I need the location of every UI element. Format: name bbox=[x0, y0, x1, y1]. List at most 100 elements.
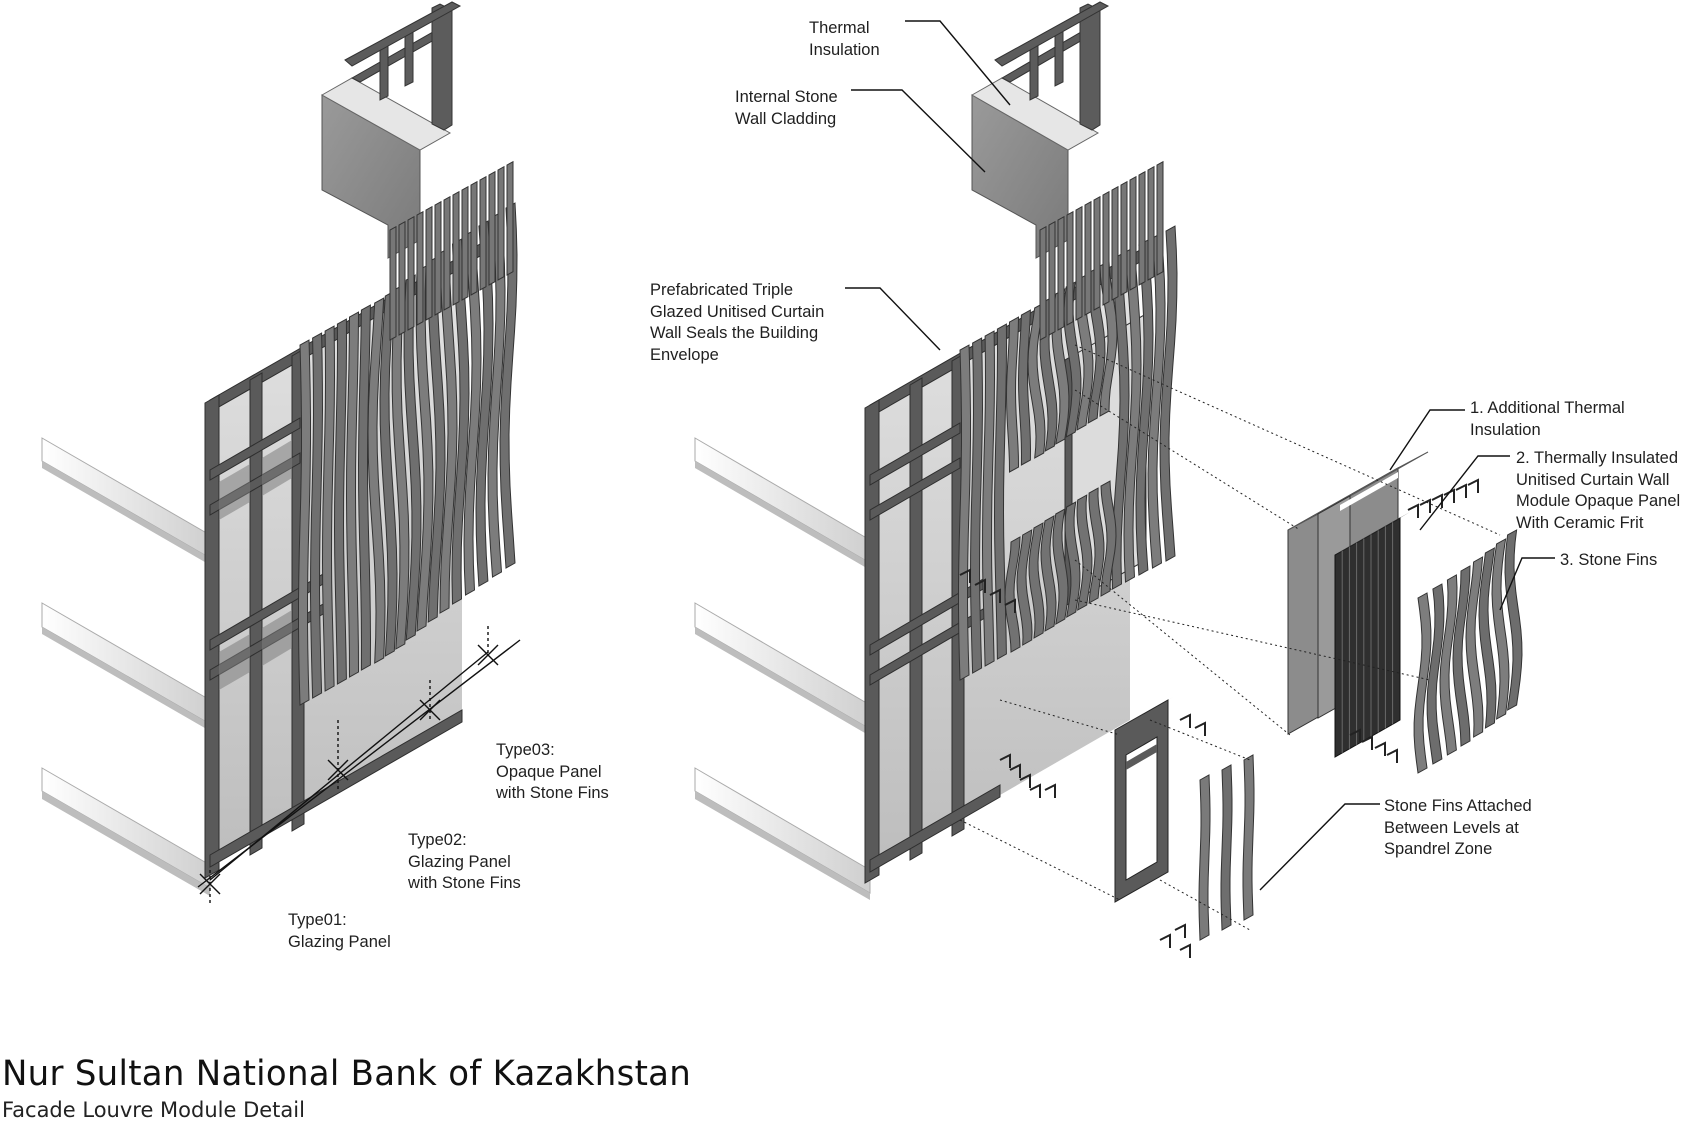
stone-fin bbox=[1093, 195, 1101, 311]
right-stone-wall-block bbox=[970, 77, 1100, 259]
stone-fin bbox=[407, 215, 415, 331]
exploded-opaque-panel bbox=[1334, 512, 1410, 758]
stone-fin bbox=[1439, 574, 1458, 756]
stone-fin bbox=[298, 339, 311, 706]
stone-fin bbox=[1100, 480, 1117, 597]
right-floor-slabs bbox=[694, 437, 871, 900]
right-top-return-frame bbox=[994, 1, 1110, 131]
fixing-bracket bbox=[1179, 713, 1191, 728]
stone-fin bbox=[1135, 239, 1154, 576]
stone-fin bbox=[1242, 754, 1255, 921]
stone-fin bbox=[1016, 529, 1033, 646]
stone-fin bbox=[488, 170, 496, 286]
stone-fin bbox=[427, 256, 446, 623]
stone-fin bbox=[475, 220, 494, 587]
stone-fin bbox=[1084, 200, 1092, 316]
stone-fin bbox=[443, 195, 451, 311]
stone-fin bbox=[1040, 515, 1057, 632]
left-stone-fins bbox=[298, 160, 518, 706]
stone-fin bbox=[451, 238, 470, 605]
stone-fin bbox=[470, 180, 478, 296]
left-dimension-lines bbox=[197, 626, 521, 905]
stone-fin bbox=[398, 220, 406, 336]
stone-fin bbox=[1111, 185, 1119, 301]
stone-fin bbox=[403, 274, 422, 641]
label-thermal-insulation: Thermal Insulation bbox=[809, 19, 880, 59]
stone-fin bbox=[958, 344, 971, 681]
stone-fin bbox=[391, 283, 410, 650]
left-top-return-frame bbox=[344, 1, 462, 131]
stone-fin bbox=[1039, 225, 1047, 341]
stone-fin bbox=[1087, 267, 1106, 424]
exploded-glazing-frame bbox=[1114, 696, 1175, 903]
stone-fin bbox=[1147, 232, 1166, 569]
label-type02: Type02: Glazing Panel with Stone Fins bbox=[408, 831, 521, 892]
fixing-bracket bbox=[1443, 488, 1455, 503]
fixing-bracket bbox=[1009, 763, 1021, 778]
stone-fin bbox=[1075, 205, 1083, 321]
left-stone-wall-block bbox=[320, 77, 452, 259]
stone-fin bbox=[1156, 160, 1164, 276]
stone-fin bbox=[416, 210, 424, 326]
stone-fin bbox=[487, 211, 506, 578]
stone-fin bbox=[497, 165, 505, 281]
stone-fin bbox=[1413, 592, 1432, 774]
stone-fin bbox=[479, 175, 487, 291]
spandrel-stone-fins bbox=[1198, 754, 1255, 941]
stone-fin bbox=[425, 205, 433, 321]
label-stone-fins-attached: Stone Fins Attached Between Levels at Sp… bbox=[1384, 797, 1532, 858]
label-internal-stone-wall-cladding: Internal Stone Wall Cladding bbox=[735, 88, 838, 128]
fixing-bracket bbox=[1407, 503, 1419, 518]
stone-fin bbox=[1102, 190, 1110, 306]
label-thermally-insulated-module: 2. Thermally Insulated Unitised Curtain … bbox=[1516, 449, 1681, 532]
label-type01: Type01: Glazing Panel bbox=[288, 911, 391, 951]
stone-fin bbox=[1057, 215, 1065, 331]
stone-fin bbox=[367, 297, 386, 664]
stone-fin bbox=[434, 200, 442, 316]
drawing-subtitle: Facade Louvre Module Detail bbox=[2, 1098, 305, 1122]
fixing-bracket bbox=[999, 753, 1011, 768]
stone-fin bbox=[1147, 165, 1155, 281]
fixing-bracket bbox=[1179, 943, 1191, 958]
stone-fin bbox=[309, 332, 324, 699]
stone-fin bbox=[1452, 565, 1471, 747]
drawing-title: Nur Sultan National Bank of Kazakhstan bbox=[2, 1054, 692, 1094]
stone-fin bbox=[1076, 494, 1093, 611]
stone-fin bbox=[1220, 764, 1233, 931]
stone-fin bbox=[1028, 522, 1045, 639]
fixing-bracket bbox=[1349, 728, 1361, 743]
stone-fin bbox=[461, 185, 469, 301]
fixing-bracket bbox=[1019, 773, 1031, 788]
stone-fin bbox=[969, 337, 984, 674]
stone-fin bbox=[1048, 220, 1056, 336]
stone-fin bbox=[1465, 556, 1484, 738]
stone-fin bbox=[1159, 225, 1178, 562]
fixing-bracket bbox=[1386, 748, 1398, 763]
exploded-stone-fins bbox=[1413, 529, 1523, 774]
stone-fin bbox=[1120, 180, 1128, 296]
fixing-bracket bbox=[1159, 933, 1171, 948]
stone-fin bbox=[321, 325, 336, 692]
left-floor-slabs bbox=[41, 437, 211, 896]
stone-fin bbox=[389, 225, 397, 341]
fixing-bracket bbox=[1361, 735, 1373, 750]
stone-fin bbox=[1491, 538, 1510, 720]
fixing-brackets bbox=[959, 478, 1479, 958]
fixing-bracket bbox=[1194, 721, 1206, 736]
stone-fin bbox=[463, 229, 482, 596]
stone-fin bbox=[1052, 508, 1069, 625]
stone-fin bbox=[499, 202, 518, 569]
fixing-bracket bbox=[974, 578, 986, 593]
stone-fin bbox=[1129, 175, 1137, 291]
stone-fin bbox=[439, 247, 458, 614]
label-type03: Type03: Opaque Panel with Stone Fins bbox=[496, 741, 609, 802]
left-facade-assembly bbox=[41, 1, 521, 905]
stone-fin bbox=[993, 323, 1008, 660]
right-facade-assembly bbox=[694, 1, 1555, 958]
stone-fin bbox=[1123, 246, 1142, 583]
fixing-bracket bbox=[959, 568, 971, 583]
stone-fin bbox=[1138, 170, 1146, 286]
stone-fin bbox=[1504, 529, 1523, 711]
